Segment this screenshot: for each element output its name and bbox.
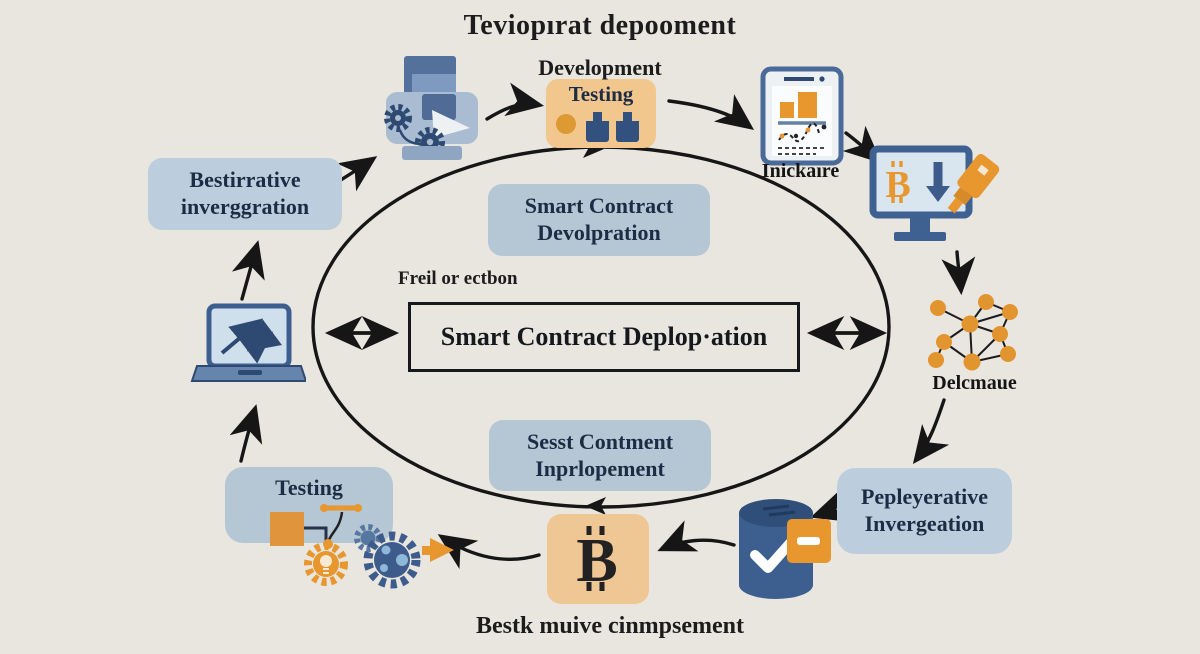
node-integration: Bestirrative inverggration	[148, 158, 342, 230]
chart-tablet-icon	[760, 66, 844, 166]
iterint-line2: Invergeation	[864, 511, 985, 536]
bitcoin-monitor-icon: B	[869, 145, 1000, 241]
impl-line2: Inprlopement	[535, 455, 665, 481]
flasks-icon	[556, 111, 639, 142]
iterint-line1: Pepleyerative	[860, 484, 989, 510]
node-dev-testing: Testing	[546, 79, 656, 148]
main-deployment-box: Smart Contract Deplop·ation	[408, 302, 800, 372]
node-analytics-label: Inickaıre	[761, 160, 840, 182]
footer-caption: Bestk muive cinmpsement	[476, 613, 744, 639]
impl-line1: Sesst Contment	[526, 428, 674, 454]
svg-text:B: B	[576, 527, 617, 595]
scd-line2: Devolpration	[537, 220, 661, 245]
integration-line2: inverggration	[180, 194, 310, 219]
node-iterative-integration: Pepleyerative Invergeation	[837, 468, 1012, 554]
svg-text:B: B	[885, 164, 910, 206]
development-label: Development	[538, 55, 662, 80]
node-smart-contract-development: Smart Contract Devolpration	[488, 184, 710, 256]
database-check-icon	[739, 499, 831, 599]
page-title: Teviopırat depooment	[463, 10, 737, 41]
gears-tools-icon	[270, 504, 454, 589]
center-note: Freil or ectbon	[398, 268, 518, 289]
node-network-label: Delcmaue	[932, 372, 1017, 394]
laptop-chart-icon	[190, 303, 306, 382]
scd-line1: Smart Contract	[524, 193, 674, 219]
testing-label: Testing	[275, 475, 343, 500]
network-nodes-icon	[928, 294, 1018, 371]
node-implementation: Sesst Contment Inprlopement	[489, 420, 711, 491]
bitcoin-node: B	[547, 514, 649, 604]
gears-printer-icon	[384, 56, 478, 160]
bitcoin-icon: B	[576, 526, 618, 595]
integration-line1: Bestirrative	[189, 167, 301, 193]
node-dev-testing-label: Testing	[568, 82, 634, 106]
